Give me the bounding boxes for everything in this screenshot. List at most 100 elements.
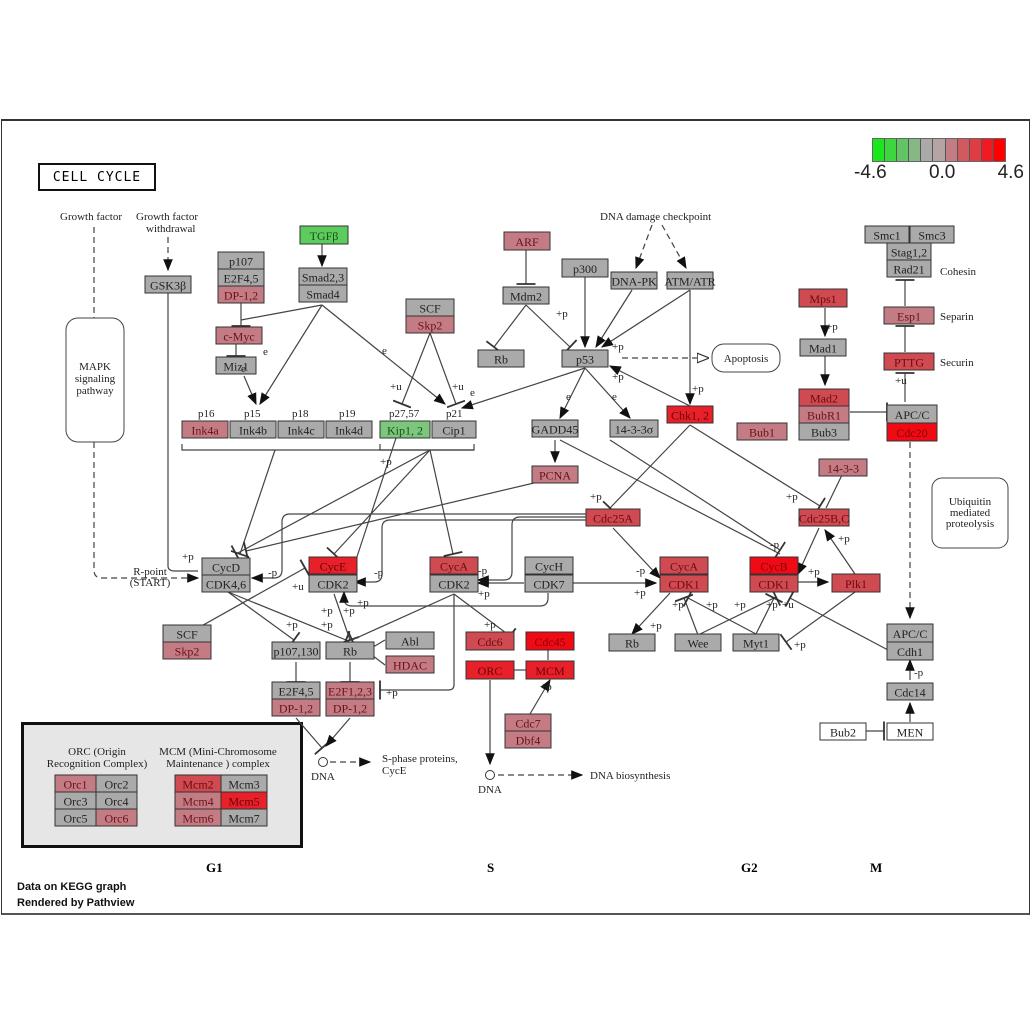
gene-node-myt1[interactable]: Myt1 [732, 633, 780, 652]
gene-node-e2f123[interactable]: E2F1,2,3 [325, 681, 375, 700]
gene-node-scf-bot[interactable]: SCF [162, 624, 212, 643]
gene-node-label: GADD45 [532, 423, 579, 437]
gene-node-atmatr[interactable]: ATM/ATR [664, 271, 716, 290]
gene-node-mcm2[interactable]: Mcm2 [174, 774, 222, 793]
gene-node-label: CycE [320, 560, 347, 574]
gene-node-chk12[interactable]: Chk1, 2 [666, 405, 714, 424]
gene-node-cyce[interactable]: CycE [308, 556, 358, 575]
gene-node-cych[interactable]: CycH [524, 556, 574, 575]
gene-node-cdc25a[interactable]: Cdc25A [585, 508, 641, 527]
gene-node-rb-mid[interactable]: Rb [325, 641, 375, 660]
gene-node-ink4a[interactable]: Ink4a [181, 420, 229, 439]
gene-node-p107130[interactable]: p107,130 [271, 641, 321, 660]
gene-node-dp12-top[interactable]: DP-1,2 [217, 285, 265, 304]
gene-node-cdk1-b[interactable]: CDK1 [749, 574, 799, 593]
gene-node-rad21[interactable]: Rad21 [886, 259, 932, 278]
gene-node-cdk7[interactable]: CDK7 [524, 574, 574, 593]
apoptosis-box[interactable] [711, 343, 781, 373]
gene-node-bub2[interactable]: Bub2 [819, 722, 867, 741]
gene-node-orc1[interactable]: Orc1 [54, 774, 97, 793]
gene-node-pcna[interactable]: PCNA [531, 465, 579, 484]
gene-node-cdc45[interactable]: Cdc45 [525, 631, 575, 651]
gene-node-mdm2[interactable]: Mdm2 [502, 286, 550, 305]
gene-node-ink4d[interactable]: Ink4d [325, 420, 373, 439]
gene-node-scf-top[interactable]: SCF [405, 298, 455, 317]
gene-node-orc3[interactable]: Orc3 [54, 791, 97, 810]
gene-node-cdc7[interactable]: Cdc7 [504, 713, 552, 732]
gene-node-cdc25bc[interactable]: Cdc25B,C [798, 508, 850, 527]
gene-node-apcc-bot[interactable]: APC/C [886, 623, 934, 643]
gene-node-cmyc[interactable]: c-Myc [215, 326, 263, 345]
gene-node-plk1[interactable]: Plk1 [831, 573, 881, 593]
gene-node-cdk1-a[interactable]: CDK1 [659, 574, 709, 593]
gene-node-cdc14[interactable]: Cdc14 [886, 682, 934, 701]
gene-node-p300[interactable]: p300 [561, 258, 609, 278]
gene-node-miz1[interactable]: Miz1 [215, 356, 257, 375]
gene-node-dp12-b[interactable]: DP-1,2 [325, 698, 375, 717]
gene-node-mad2[interactable]: Mad2 [798, 388, 850, 407]
gene-node-arf[interactable]: ARF [503, 231, 551, 251]
gene-node-smc1[interactable]: Smc1 [864, 225, 910, 244]
gene-node-p53[interactable]: p53 [561, 349, 609, 368]
gene-node-cip1[interactable]: Cip1 [431, 420, 477, 439]
gene-node-cyca-s[interactable]: CycA [429, 556, 479, 575]
gene-node-ink4c[interactable]: Ink4c [277, 420, 325, 439]
gene-node-p107[interactable]: p107 [217, 251, 265, 270]
gene-node-men[interactable]: MEN [886, 722, 934, 741]
gene-node-cdc6[interactable]: Cdc6 [465, 631, 515, 651]
gene-node-mcm7[interactable]: Mcm7 [220, 808, 268, 827]
gene-node-1433[interactable]: 14-3-3 [818, 458, 868, 477]
gene-node-esp1[interactable]: Esp1 [883, 306, 935, 325]
gene-node-bubr1[interactable]: BubR1 [798, 405, 850, 424]
gene-node-pttg[interactable]: PTTG [883, 352, 935, 371]
gene-node-mcm4[interactable]: Mcm4 [174, 791, 222, 810]
gene-node-cycd[interactable]: CycD [201, 557, 251, 576]
gene-node-cdk2-e[interactable]: CDK2 [308, 574, 358, 593]
gene-node-orc6[interactable]: Orc6 [95, 808, 138, 827]
gene-node-cdc20[interactable]: Cdc20 [886, 422, 938, 442]
gene-node-bub1[interactable]: Bub1 [736, 422, 788, 441]
gene-node-dnapk[interactable]: DNA-PK [610, 271, 658, 290]
gene-node-smad23[interactable]: Smad2,3 [298, 267, 348, 286]
gene-node-cdk2-a[interactable]: CDK2 [429, 574, 479, 593]
gene-node-apcc-top[interactable]: APC/C [886, 404, 938, 424]
gene-node-cyca-g2[interactable]: CycA [659, 556, 709, 575]
gene-node-orc2[interactable]: Orc2 [95, 774, 138, 793]
gene-node-orc4[interactable]: Orc4 [95, 791, 138, 810]
mapk-pathway-box[interactable] [65, 317, 125, 443]
gene-node-mcm5[interactable]: Mcm5 [220, 791, 268, 810]
gene-node-ink4b[interactable]: Ink4b [229, 420, 277, 439]
gene-node-wee[interactable]: Wee [674, 633, 722, 652]
pathway-shapes [65, 317, 1009, 780]
gene-node-cdh1[interactable]: Cdh1 [886, 641, 934, 661]
gene-node-hdac[interactable]: HDAC [385, 655, 435, 674]
gene-node-cdk46[interactable]: CDK4,6 [201, 574, 251, 593]
gene-node-gsk3b[interactable]: GSK3β [144, 275, 192, 294]
gene-node-dp12-a[interactable]: DP-1,2 [271, 698, 321, 717]
gene-node-gadd45[interactable]: GADD45 [531, 419, 579, 438]
gene-node-e2f45-top[interactable]: E2F4,5 [217, 268, 265, 287]
gene-node-skp2-bot[interactable]: Skp2 [162, 641, 212, 660]
gene-node-orc5[interactable]: Orc5 [54, 808, 97, 827]
gene-node-stag12[interactable]: Stag1,2 [886, 242, 932, 261]
gene-node-dbf4[interactable]: Dbf4 [504, 730, 552, 749]
gene-node-smc3[interactable]: Smc3 [909, 225, 955, 244]
gene-node-rb-top[interactable]: Rb [477, 349, 525, 368]
gene-node-tgfb[interactable]: TGFβ [299, 225, 349, 245]
gene-node-orc[interactable]: ORC [465, 660, 515, 680]
gene-node-mcm6[interactable]: Mcm6 [174, 808, 222, 827]
gene-node-abl[interactable]: Abl [385, 631, 435, 650]
gene-node-mcm3[interactable]: Mcm3 [220, 774, 268, 793]
gene-node-skp2-top[interactable]: Skp2 [405, 315, 455, 334]
gene-node-rb-g2[interactable]: Rb [608, 633, 656, 652]
gene-node-mps1[interactable]: Mps1 [798, 288, 848, 308]
gene-node-cycb[interactable]: CycB [749, 556, 799, 575]
gene-node-smad4[interactable]: Smad4 [298, 284, 348, 303]
gene-node-mad1[interactable]: Mad1 [799, 338, 847, 357]
gene-node-mcm[interactable]: MCM [525, 660, 575, 680]
gene-node-e2f45-bot[interactable]: E2F4,5 [271, 681, 321, 700]
ubiquitin-box[interactable] [931, 477, 1009, 549]
gene-node-kip12[interactable]: Kip1, 2 [379, 420, 431, 439]
gene-node-1433s[interactable]: 14-3-3σ [609, 419, 659, 438]
gene-node-bub3[interactable]: Bub3 [798, 422, 850, 441]
